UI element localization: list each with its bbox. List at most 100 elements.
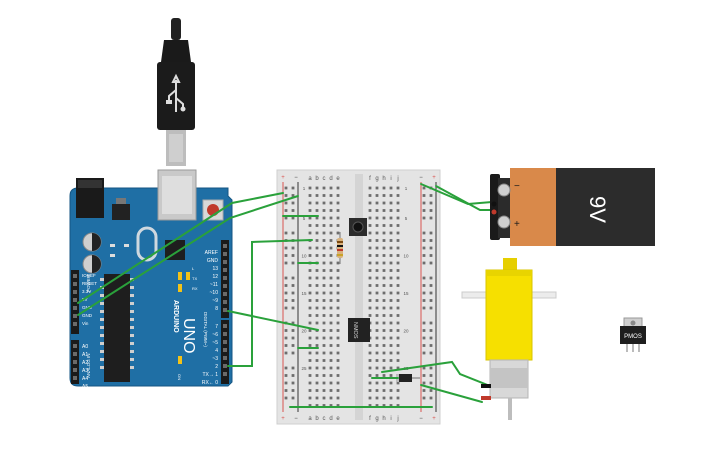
usb-cable[interactable]: [157, 18, 195, 166]
analog-pin-label: A3: [82, 368, 88, 374]
rail-plus-bottom-right: +: [432, 416, 436, 422]
wire-5v-rail: [77, 192, 284, 304]
resistor[interactable]: [337, 232, 343, 264]
wire-pin2-btn: [227, 239, 313, 367]
analog-header-label: ANALOG IN: [86, 353, 91, 378]
pushbutton[interactable]: [349, 218, 367, 236]
power-pin-label: RESET: [82, 281, 97, 286]
breadboard-row-label: 10: [403, 254, 409, 259]
breadboard-column-label: a: [308, 176, 312, 182]
analog-pin-label: A1: [82, 352, 88, 358]
breadboard-column-label: h: [382, 176, 385, 182]
digital-pin-label: ~10: [210, 290, 219, 296]
analog-pin-label: A0: [82, 344, 88, 350]
digital-pin-label: 8: [215, 306, 218, 312]
breadboard-row-label: 25: [301, 366, 307, 371]
analog-pin-label: A5: [82, 384, 88, 390]
digital-header-label: DIGITAL (PWM~): [203, 312, 208, 347]
power-pin-label: 3.3V: [82, 289, 91, 294]
analog-pin-label: A2: [82, 360, 88, 366]
breadboard-column-label: a: [308, 416, 312, 422]
tx-led-label: TX: [192, 276, 197, 281]
digital-pin-label: ~9: [212, 298, 218, 304]
breadboard-column-label: g: [375, 176, 378, 182]
breadboard-column-label: e: [336, 176, 340, 182]
battery-voltage-label: 9V: [585, 196, 610, 223]
breadboard-column-label: b: [315, 416, 319, 422]
breadboard-row-label: 1: [405, 186, 408, 191]
power-pin-label: Vin: [82, 321, 89, 326]
breadboard-row-label: 10: [301, 254, 307, 259]
breadboard-column-label: j: [396, 416, 398, 422]
breadboard-column-label: i: [390, 416, 391, 422]
breadboard-holes[interactable]: [284, 186, 433, 407]
digital-pin-label: RX← 0: [202, 380, 218, 386]
pmos-label: PMOS: [624, 334, 642, 340]
l-led-label: L: [192, 266, 195, 271]
arduino-brand: ARDUINO: [172, 300, 179, 333]
digital-pin-label: 2: [215, 364, 218, 370]
rail-minus-bottom-left: −: [294, 416, 298, 422]
breadboard-column-label: d: [329, 176, 332, 182]
digital-pin-label: AREF: [205, 250, 218, 256]
rx-led-label: RX: [192, 286, 198, 291]
power-pin-label: IOREF: [82, 273, 96, 278]
wire-battery-plus: [435, 185, 493, 211]
power-pin-label: GND: [82, 305, 93, 310]
rail-plus-bottom-left: +: [281, 416, 285, 422]
battery-plus-label: +: [514, 219, 520, 230]
digital-pin-label: 13: [212, 266, 218, 272]
rail-minus-top-left: −: [294, 175, 298, 181]
nmos-label: NMOS: [352, 322, 358, 339]
analog-pin-label: A4: [82, 376, 88, 382]
breadboard-column-label: c: [323, 176, 326, 182]
breadboard-row-label: 20: [301, 329, 307, 334]
breadboard-column-label: h: [382, 416, 385, 422]
wire-diode-motor: [381, 360, 491, 387]
digital-pin-label: ~11: [210, 282, 218, 288]
rail-minus-top-right: −: [419, 175, 423, 181]
digital-pin-label: ~3: [212, 356, 218, 362]
power-header-label: POWER: [86, 274, 91, 292]
rail-minus-bottom-right: −: [419, 416, 423, 422]
wire-pin9-gate: [227, 310, 319, 331]
digital-pin-label: ~6: [212, 332, 218, 338]
breadboard-column-label: b: [315, 176, 319, 182]
on-label: ON: [177, 374, 182, 380]
rail-plus-top-left: +: [281, 175, 285, 181]
breadboard-row-label: 20: [403, 329, 409, 334]
rail-plus-top-right: +: [432, 175, 436, 181]
breadboard-row-label: 5: [303, 216, 306, 221]
digital-pin-label: ~5: [212, 340, 218, 346]
nmos-transistor[interactable]: NMOS: [348, 318, 370, 342]
battery-9v[interactable]: − + 9V: [490, 168, 655, 246]
wires[interactable]: [77, 183, 493, 408]
wire-gnd-rail: [77, 195, 299, 316]
breadboard-column-label: c: [323, 416, 326, 422]
breadboard-column-label: d: [329, 416, 332, 422]
breadboard-column-label: f: [369, 416, 371, 422]
breadboard-row-label: 1: [303, 186, 306, 191]
battery-minus-label: −: [514, 181, 520, 192]
digital-pin-label: 4: [215, 348, 218, 354]
digital-pin-label: GND: [207, 258, 219, 264]
dc-gear-motor[interactable]: [461, 258, 557, 420]
breadboard-row-label: 15: [301, 291, 307, 296]
breadboard-column-label: i: [390, 176, 391, 182]
digital-pin-label: 7: [215, 324, 218, 330]
power-pin-label: GND: [82, 313, 93, 318]
breadboard-column-label: g: [375, 416, 378, 422]
pmos-transistor[interactable]: PMOS: [620, 317, 646, 352]
wire-rail-motor: [420, 384, 483, 403]
usb-icon: [166, 73, 186, 112]
arduino-uno-board[interactable]: ARDUINO UNO POWER ANALOG IN DIGITAL (PWM…: [69, 169, 233, 390]
breadboard-column-label: f: [369, 176, 371, 182]
breadboard-row-label: 15: [403, 291, 409, 296]
breadboard-column-label: j: [396, 176, 398, 182]
breadboard-row-label: 5: [405, 216, 408, 221]
digital-pin-label: 12: [212, 274, 218, 280]
arduino-model: UNO: [180, 318, 197, 354]
digital-pin-label: TX→ 1: [202, 372, 218, 378]
